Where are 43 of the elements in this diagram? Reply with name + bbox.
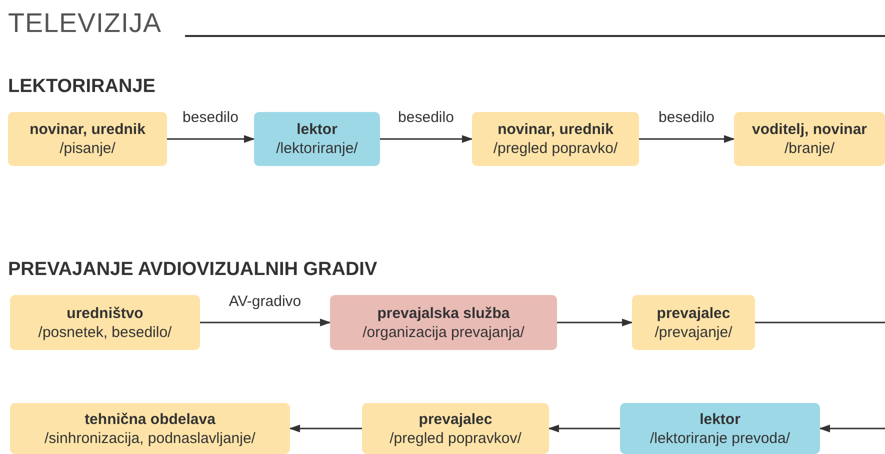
role-task: /pisanje/ [60,139,116,158]
role-task: /organizacija prevajanja/ [362,322,524,342]
arrow [200,318,332,326]
role-name: uredništvo [66,304,144,322]
role-name: lektor [700,410,740,428]
role-task: /lektoriranje prevoda/ [650,428,790,448]
role-box [632,295,755,350]
role-task: /lektoriranje/ [276,139,358,158]
role-box [10,403,290,454]
arrow [288,424,362,432]
connector-line [755,322,885,324]
role-box [734,112,885,166]
role-name: novinar, urednik [30,120,146,139]
role-name: prevajalec [418,410,492,428]
edge-label: AV-gradivo [228,292,302,310]
role-name: prevajalska služba [377,304,510,322]
role-box [10,295,200,350]
role-task: /pregled popravko/ [493,139,618,158]
arrow [167,135,256,143]
role-box [362,403,549,454]
role-box [8,112,167,166]
role-task: /pregled popravkov/ [390,428,522,448]
role-box [330,295,557,350]
section-heading: PREVAJANJE AVDIOVIZUALNIH GRADIV [8,259,378,281]
role-box [472,112,639,166]
arrow [548,424,620,432]
role-name: prevajalec [656,304,730,322]
role-task: /prevajanje/ [654,322,732,342]
role-box [254,112,380,166]
role-name: novinar, urednik [498,120,614,139]
role-box [620,403,820,454]
role-task: /posnetek, besedilo/ [38,322,172,342]
role-name: lektor [296,120,338,139]
page-title: TELEVIZIJA [8,8,162,39]
section-heading: LEKTORIRANJE [8,76,156,98]
role-task: /sinhronizacija, podnaslavljanje/ [44,428,256,448]
role-name: tehnična obdelava [84,410,216,428]
arrow [639,135,736,143]
arrow [380,135,474,143]
role-task: /branje/ [784,139,835,158]
arrow [818,424,885,432]
role-name: voditelj, novinar [752,120,868,139]
arrow [557,318,634,326]
